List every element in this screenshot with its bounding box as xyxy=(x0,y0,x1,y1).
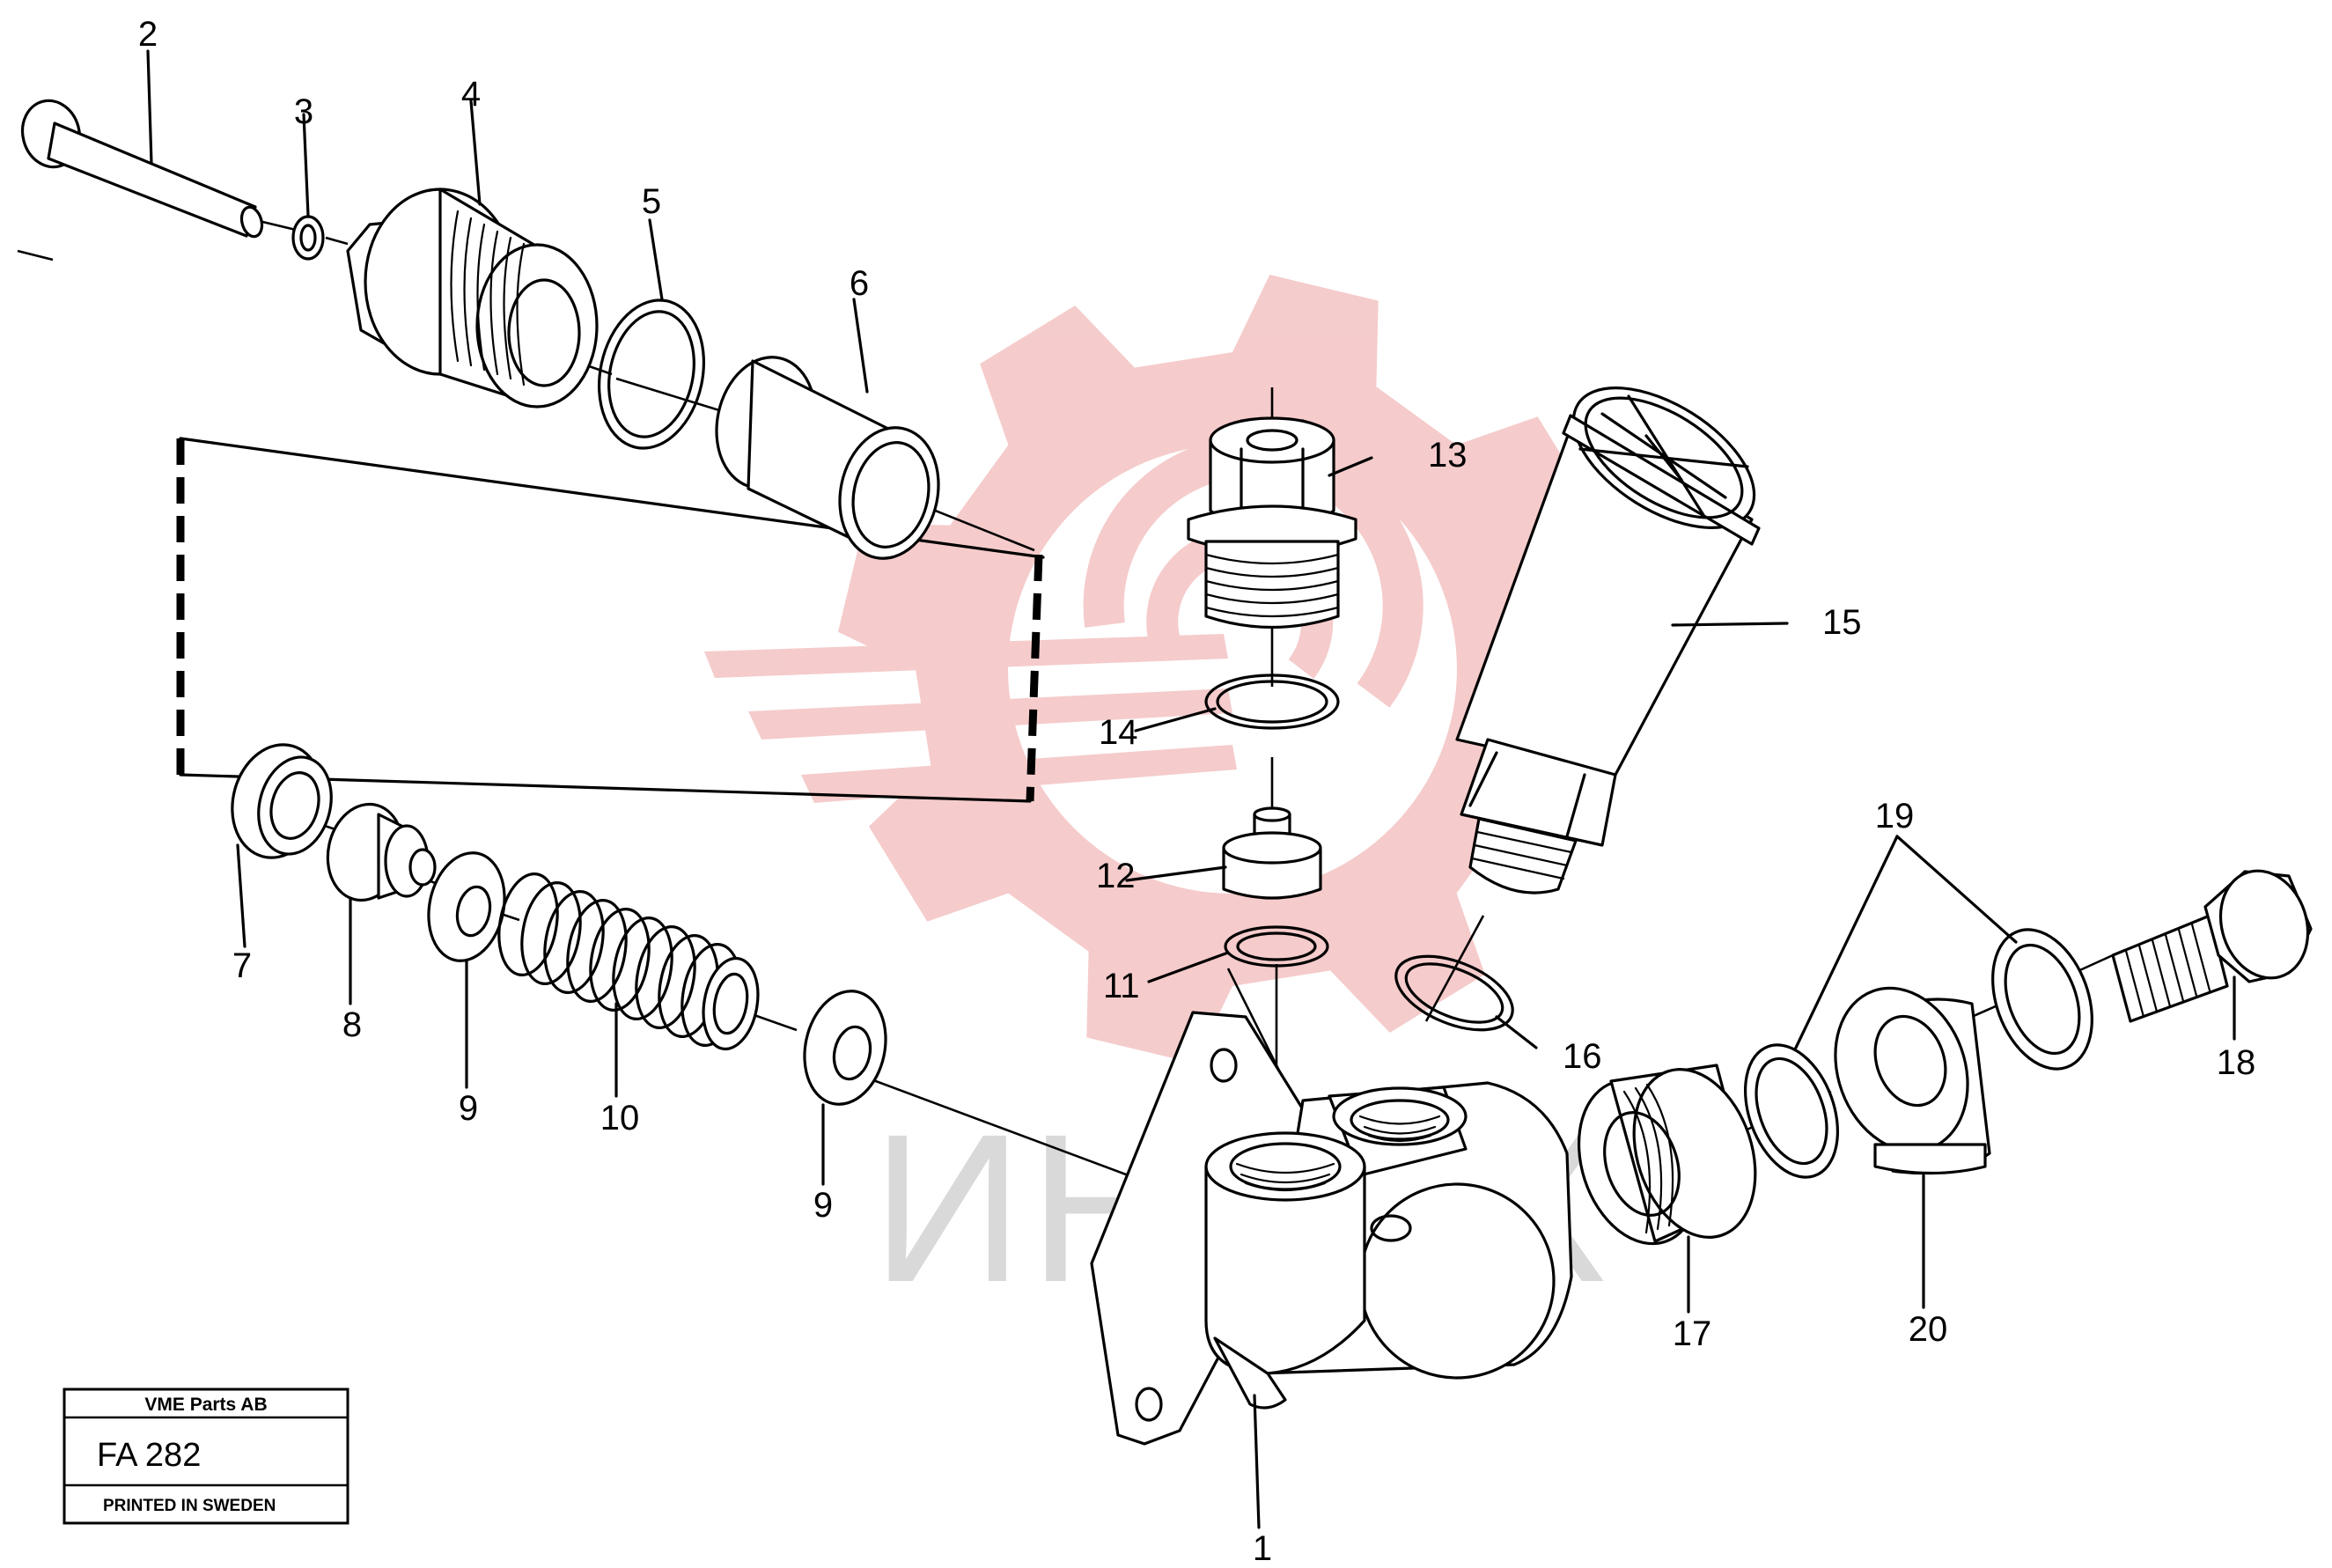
callout-17: 17 xyxy=(1673,1314,1712,1353)
leader-lines xyxy=(146,49,2236,1529)
callout-5: 5 xyxy=(642,182,661,221)
part-4-threaded-fitting xyxy=(346,188,599,409)
callout-1: 1 xyxy=(1253,1529,1272,1568)
part-10-spring xyxy=(497,872,760,1051)
part-11-o-ring xyxy=(1224,925,1329,968)
title-block-company: VME Parts AB xyxy=(144,1395,267,1415)
part-14-o-ring xyxy=(1204,674,1340,730)
watermark-gear-logo xyxy=(704,275,1627,1064)
callout-15: 15 xyxy=(1822,603,1862,642)
part-12-valve xyxy=(1222,806,1322,900)
part-6-sleeve xyxy=(715,356,940,560)
callout-16: 16 xyxy=(1563,1037,1602,1076)
title-block-code: FA 282 xyxy=(97,1437,201,1474)
callout-3: 3 xyxy=(294,92,313,131)
callout-20: 20 xyxy=(1909,1310,1948,1349)
part-15-hand-primer xyxy=(1455,386,1761,894)
part-2-bolt xyxy=(20,99,264,239)
callout-4: 4 xyxy=(461,75,481,114)
callout-2: 2 xyxy=(138,15,158,54)
callout-18: 18 xyxy=(2217,1043,2256,1082)
callout-6: 6 xyxy=(850,264,869,303)
callout-12: 12 xyxy=(1096,857,1136,895)
callout-labels: 2 3 4 5 6 7 8 9 9 10 1 13 14 12 11 15 16… xyxy=(138,15,2255,1568)
part-5-o-ring xyxy=(597,298,706,450)
callout-10: 10 xyxy=(600,1099,640,1137)
title-block: VME Parts AB FA 282 PRINTED IN SWEDEN xyxy=(63,1388,349,1525)
callout-19: 19 xyxy=(1875,797,1915,836)
callout-7: 7 xyxy=(232,946,252,985)
part-19-washer-left xyxy=(1743,1043,1840,1179)
part-9-washer-right xyxy=(803,990,887,1106)
part-16-o-ring xyxy=(1394,954,1514,1032)
callout-9-left: 9 xyxy=(459,1089,478,1128)
title-block-printed: PRINTED IN SWEDEN xyxy=(103,1497,276,1515)
callout-8: 8 xyxy=(342,1005,362,1044)
part-18-banjo-bolt xyxy=(2111,869,2313,1023)
callout-13: 13 xyxy=(1428,436,1468,475)
part-19-washer-right xyxy=(1991,928,2093,1071)
part-1-pump-housing xyxy=(1090,1011,1573,1446)
callout-11: 11 xyxy=(1103,967,1140,1005)
part-3-small-ring xyxy=(291,215,325,261)
part-7-cup-seal xyxy=(231,743,333,859)
callout-14: 14 xyxy=(1099,713,1138,752)
part-20-banjo xyxy=(1834,986,1991,1175)
part-13-union-nut xyxy=(1187,416,1357,629)
part-8-piston xyxy=(326,802,437,902)
part-17-threaded-union xyxy=(1577,1064,1757,1246)
callout-9-right: 9 xyxy=(813,1186,833,1225)
